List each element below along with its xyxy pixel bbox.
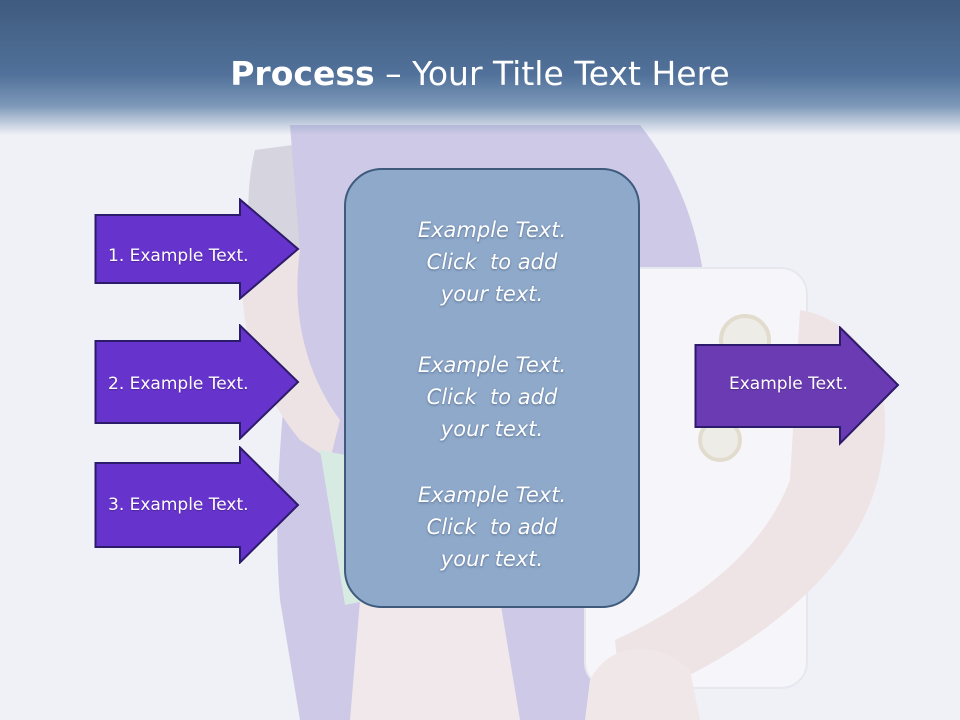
result-arrow[interactable] [694, 326, 900, 446]
title-bold-part: Process [230, 54, 375, 93]
panel-text-line: your text. [440, 417, 544, 441]
panel-text-line: Example Text. [417, 218, 567, 242]
panel-text-line: Example Text. [417, 483, 567, 507]
panel-text-block-2[interactable]: Example Text. Click to add your text. [346, 349, 638, 445]
panel-text-block-3[interactable]: Example Text. Click to add your text. [346, 479, 638, 575]
step-label-3: 3. Example Text. [108, 495, 249, 515]
step-label-2: 2. Example Text. [108, 374, 249, 394]
step-label-1: 1. Example Text. [108, 246, 249, 266]
title-rest-part: – Your Title Text Here [374, 54, 730, 93]
center-text-panel[interactable]: Example Text. Click to add your text. Ex… [344, 168, 640, 608]
result-label: Example Text. [729, 374, 848, 394]
panel-text-block-1[interactable]: Example Text. Click to add your text. [346, 214, 638, 310]
step-arrow-1[interactable] [94, 198, 300, 300]
step-arrow-3[interactable] [94, 446, 300, 564]
panel-text-line: Example Text. [417, 353, 567, 377]
panel-text-line: Click to add [426, 385, 558, 409]
panel-text-line: your text. [440, 547, 544, 571]
panel-text-line: your text. [440, 282, 544, 306]
panel-text-line: Click to add [426, 515, 558, 539]
panel-text-line: Click to add [426, 250, 558, 274]
title-bar [0, 0, 960, 135]
step-arrow-2[interactable] [94, 324, 300, 440]
slide-title[interactable]: Process – Your Title Text Here [0, 52, 960, 96]
